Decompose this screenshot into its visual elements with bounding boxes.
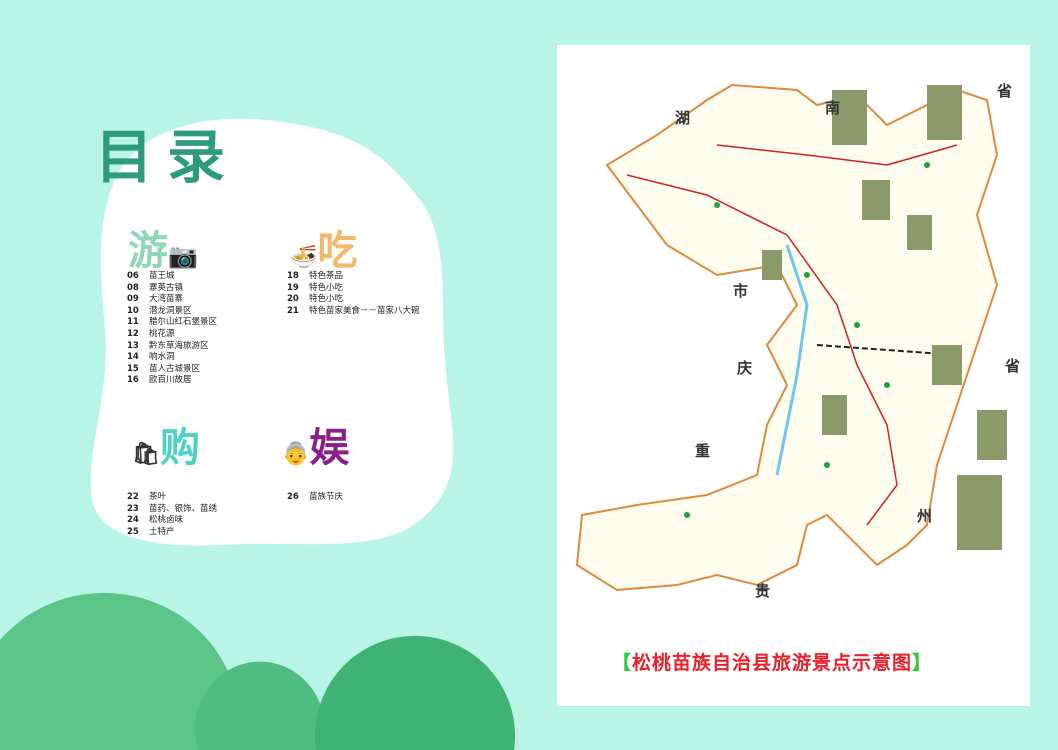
page-number: 18 <box>287 271 299 281</box>
section-heading-gou: 🛍购 <box>132 424 200 471</box>
toc-item[interactable]: 14 响水洞 <box>127 352 217 364</box>
page-number: 13 <box>127 340 139 351</box>
item-label: 苗王城 <box>149 271 175 281</box>
item-label: 大湾苗寨 <box>149 294 184 305</box>
region-label: 庆 <box>737 359 753 377</box>
elder-avatar-icon: 👵 <box>282 441 310 467</box>
item-label: 欧百川故居 <box>149 375 192 386</box>
section-heading-you: 游📷 <box>128 227 198 274</box>
page-number: 24 <box>127 515 139 526</box>
page-number: 14 <box>127 352 139 363</box>
item-label: 松桃卤味 <box>149 515 184 526</box>
region-label: 州 <box>917 507 933 525</box>
toc-list-gou: 22 茶叶 23 苗药、银饰、苗绣 24 松桃卤味 25 土特产 <box>127 492 217 538</box>
toc-item[interactable]: 26 苗族节庆 <box>287 492 343 504</box>
toc-item[interactable]: 08 寨英古镇 <box>127 283 217 295</box>
item-label: 特色小吃 <box>309 294 344 305</box>
toc-item[interactable]: 21 特色苗家美食－－苗家八大碗 <box>287 306 420 318</box>
item-label: 特色茶品 <box>309 271 344 281</box>
toc-item[interactable]: 10 潜龙洞景区 <box>127 306 217 318</box>
region-label: 贵 <box>755 582 771 600</box>
toc-item[interactable]: 06 苗王城 <box>127 271 217 283</box>
page-number: 22 <box>127 492 139 502</box>
region-label: 重 <box>695 442 711 460</box>
tourist-map: 湖 南 省 市 庆 重 贵 州 省 <box>557 45 1030 706</box>
page-number: 16 <box>127 375 139 386</box>
page-number: 08 <box>127 282 139 293</box>
item-label: 黔东草海旅游区 <box>149 340 209 351</box>
toc-item[interactable]: 24 松桃卤味 <box>127 515 217 527</box>
noodle-bowl-icon: 🍜 <box>290 244 318 270</box>
shopping-bag-icon: 🛍 <box>132 441 160 467</box>
item-label: 桃花源 <box>149 328 175 339</box>
toc-list-chi: 18 特色茶品 19 特色小吃 20 特色小吃 21 特色苗家美食－－苗家八大碗 <box>287 271 420 317</box>
toc-item[interactable]: 20 特色小吃 <box>287 294 420 306</box>
toc-item[interactable]: 25 土特产 <box>127 527 217 539</box>
item-label: 寨英古镇 <box>149 282 184 293</box>
page-number: 20 <box>287 294 299 305</box>
page-number: 11 <box>127 317 139 328</box>
region-label: 省 <box>997 82 1013 100</box>
toc-item[interactable]: 09 大湾苗寨 <box>127 294 217 306</box>
page-number: 26 <box>287 492 299 502</box>
toc-item[interactable]: 13 黔东草海旅游区 <box>127 341 217 353</box>
toc-item[interactable]: 19 特色小吃 <box>287 283 420 295</box>
toc-item[interactable]: 22 茶叶 <box>127 492 217 504</box>
item-label: 土特产 <box>149 526 175 537</box>
toc-item[interactable]: 16 欧百川故居 <box>127 375 217 387</box>
map-title: 【松桃苗族自治县旅游景点示意图】 <box>612 652 933 674</box>
region-label: 市 <box>733 282 749 300</box>
page-number: 23 <box>127 503 139 514</box>
region-label: 省 <box>1005 357 1021 375</box>
toc-item[interactable]: 18 特色茶品 <box>287 271 420 283</box>
section-heading-yu: 👵娱 <box>282 424 350 471</box>
page-number: 06 <box>127 271 139 281</box>
region-label: 湖 <box>675 109 691 127</box>
item-label: 潜龙洞景区 <box>149 305 192 316</box>
page-number: 15 <box>127 363 139 374</box>
item-label: 苗人古城景区 <box>149 363 201 374</box>
item-label: 特色苗家美食－－苗家八大碗 <box>309 305 420 316</box>
page-number: 21 <box>287 305 299 316</box>
camera-icon: 📷 <box>168 241 198 270</box>
toc-item[interactable]: 15 苗人古城景区 <box>127 364 217 376</box>
item-label: 腊尔山红石堡景区 <box>149 317 218 328</box>
toc-item[interactable]: 23 苗药、银饰、苗绣 <box>127 504 217 516</box>
page-number: 09 <box>127 294 139 305</box>
page-title: 目录 <box>95 123 240 191</box>
map-drawing <box>575 83 1007 592</box>
section-heading-chi: 🍜吃 <box>290 227 358 274</box>
page-number: 12 <box>127 328 139 339</box>
item-label: 苗族节庆 <box>309 492 344 502</box>
page-number: 19 <box>287 282 299 293</box>
region-label: 南 <box>825 99 841 117</box>
toc-list-yu: 26 苗族节庆 <box>287 492 343 504</box>
page-number: 10 <box>127 305 139 316</box>
toc-item[interactable]: 11 腊尔山红石堡景区 <box>127 317 217 329</box>
item-label: 响水洞 <box>149 352 175 363</box>
item-label: 苗药、银饰、苗绣 <box>149 503 218 514</box>
item-label: 茶叶 <box>149 492 167 502</box>
page-number: 25 <box>127 526 139 537</box>
toc-item[interactable]: 12 桃花源 <box>127 329 217 341</box>
item-label: 特色小吃 <box>309 282 344 293</box>
